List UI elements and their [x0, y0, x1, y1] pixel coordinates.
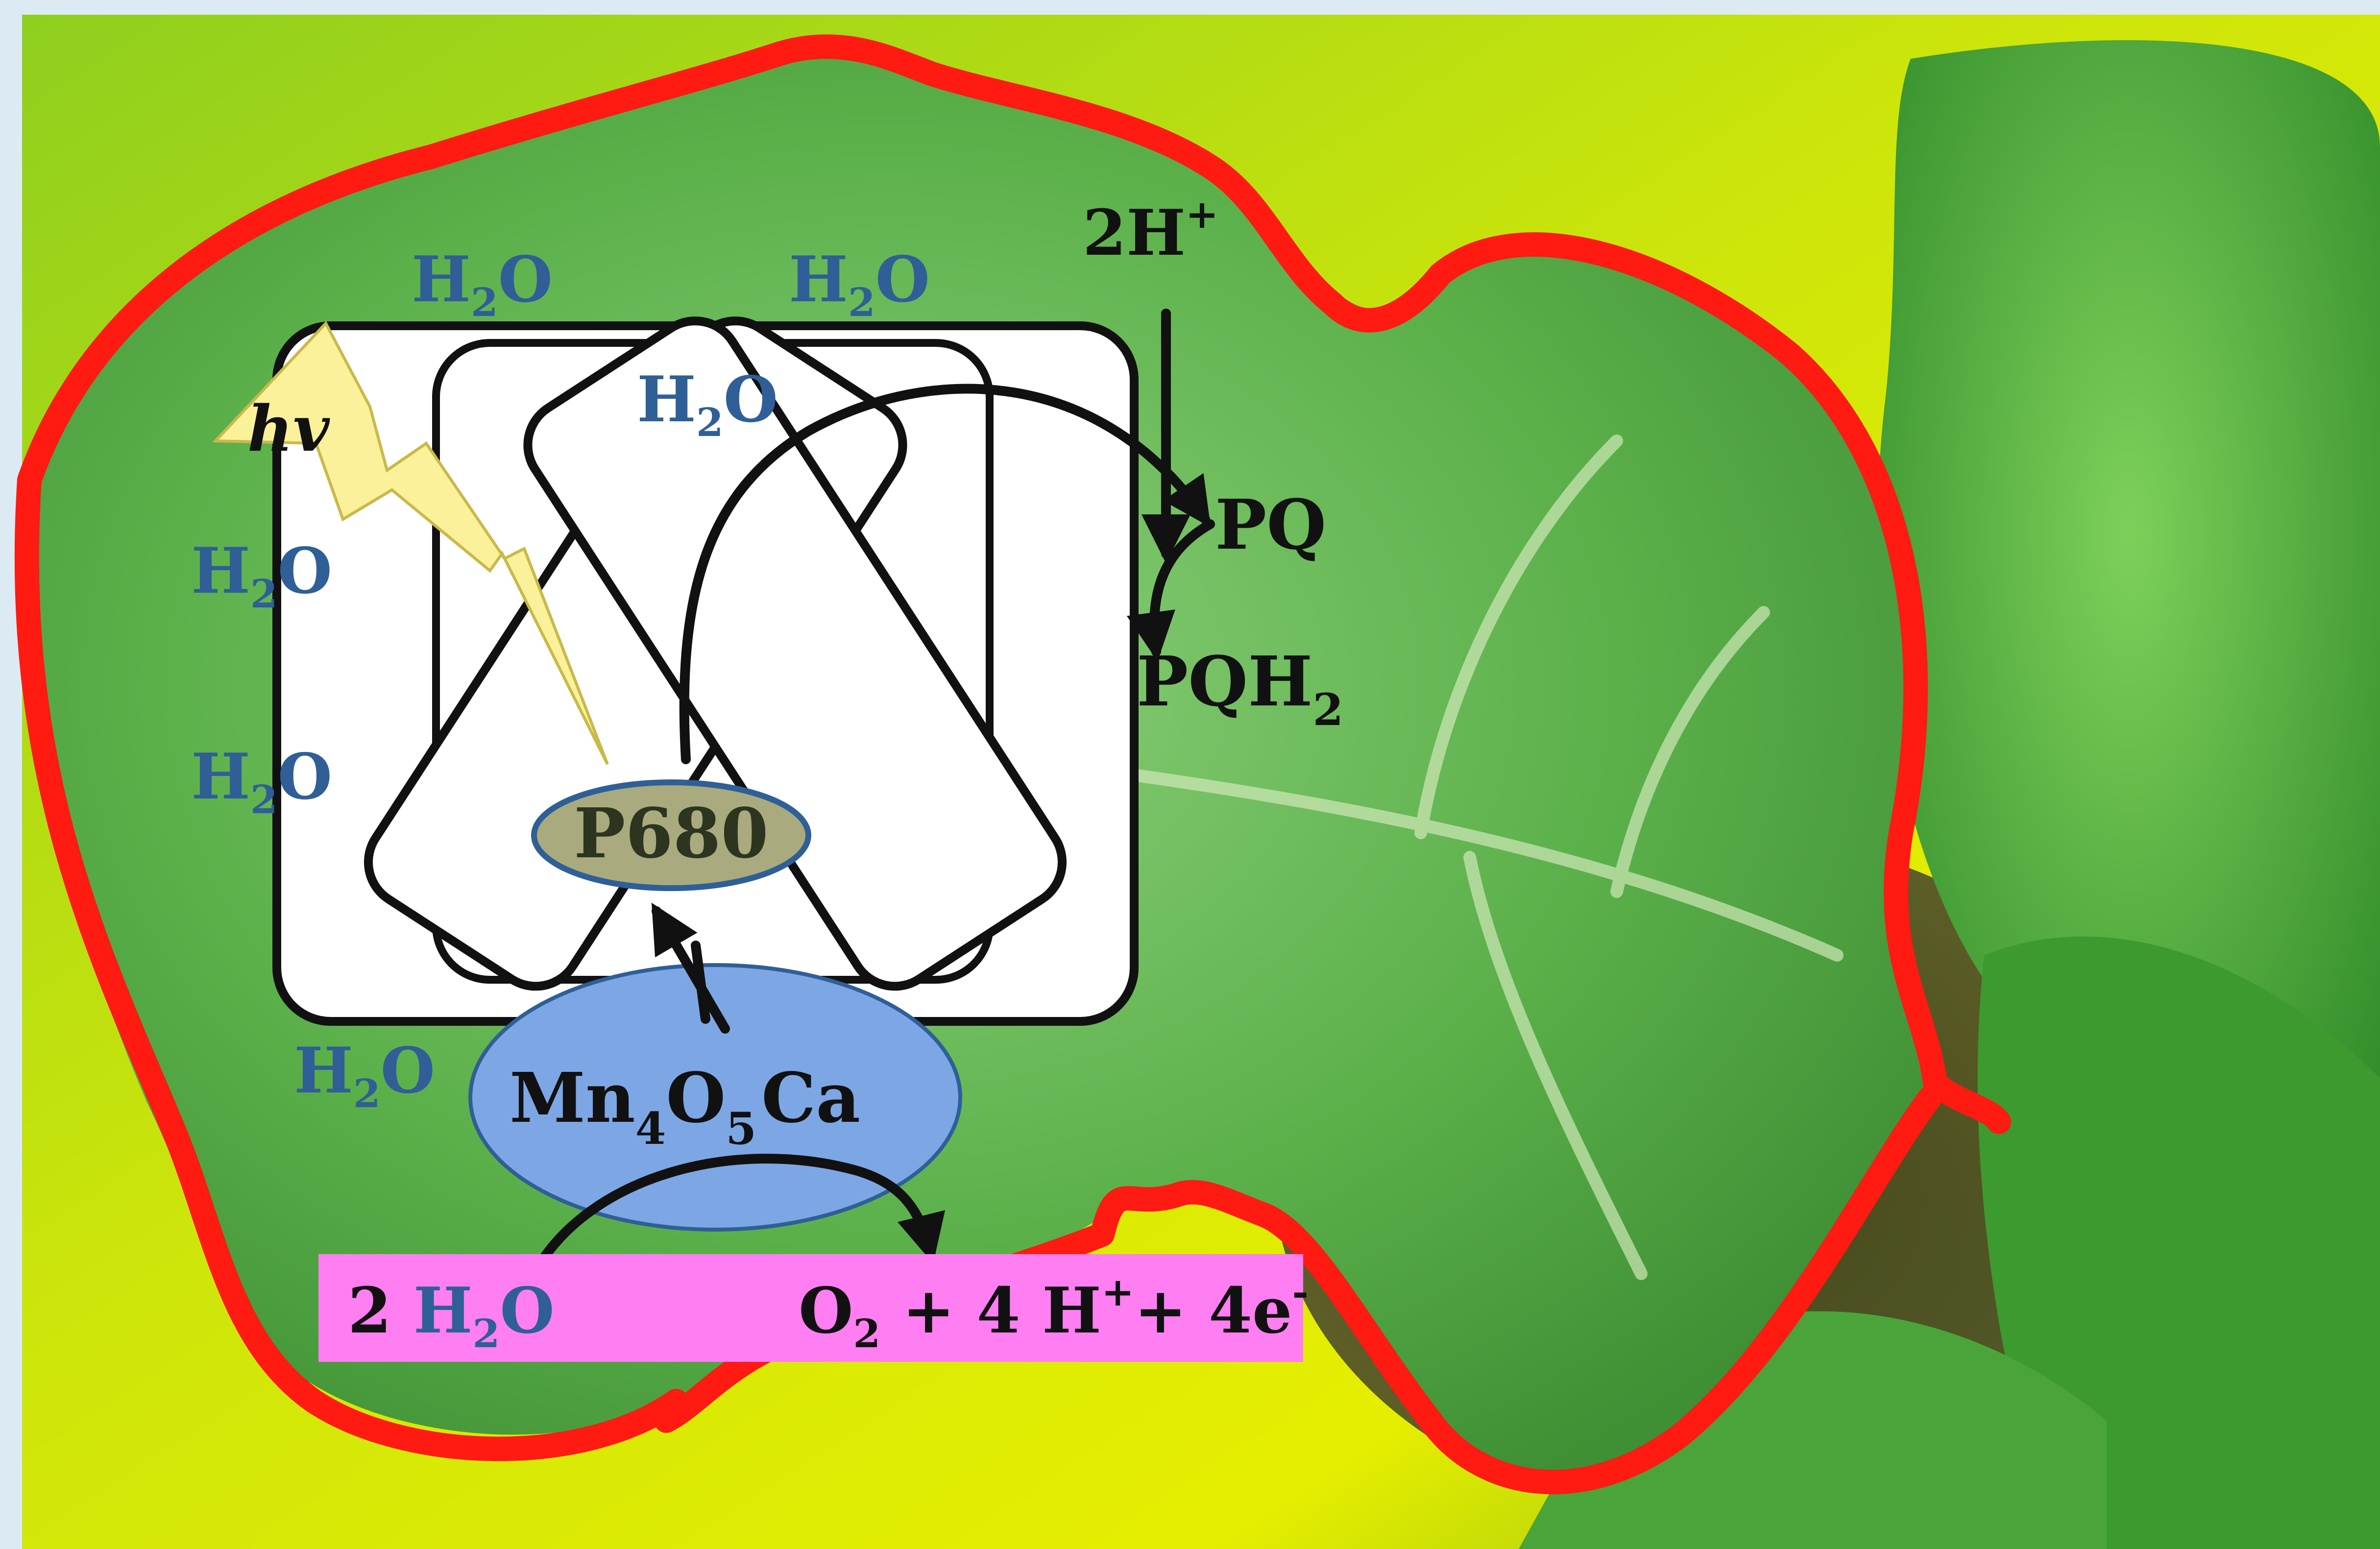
- p680-label: P680: [574, 794, 769, 874]
- reaction-reactant: 2 H2O: [348, 1274, 555, 1356]
- pq-label: PQ: [1215, 485, 1326, 565]
- light-label: hv: [247, 392, 330, 466]
- pqh2-label: PQH2: [1137, 642, 1343, 736]
